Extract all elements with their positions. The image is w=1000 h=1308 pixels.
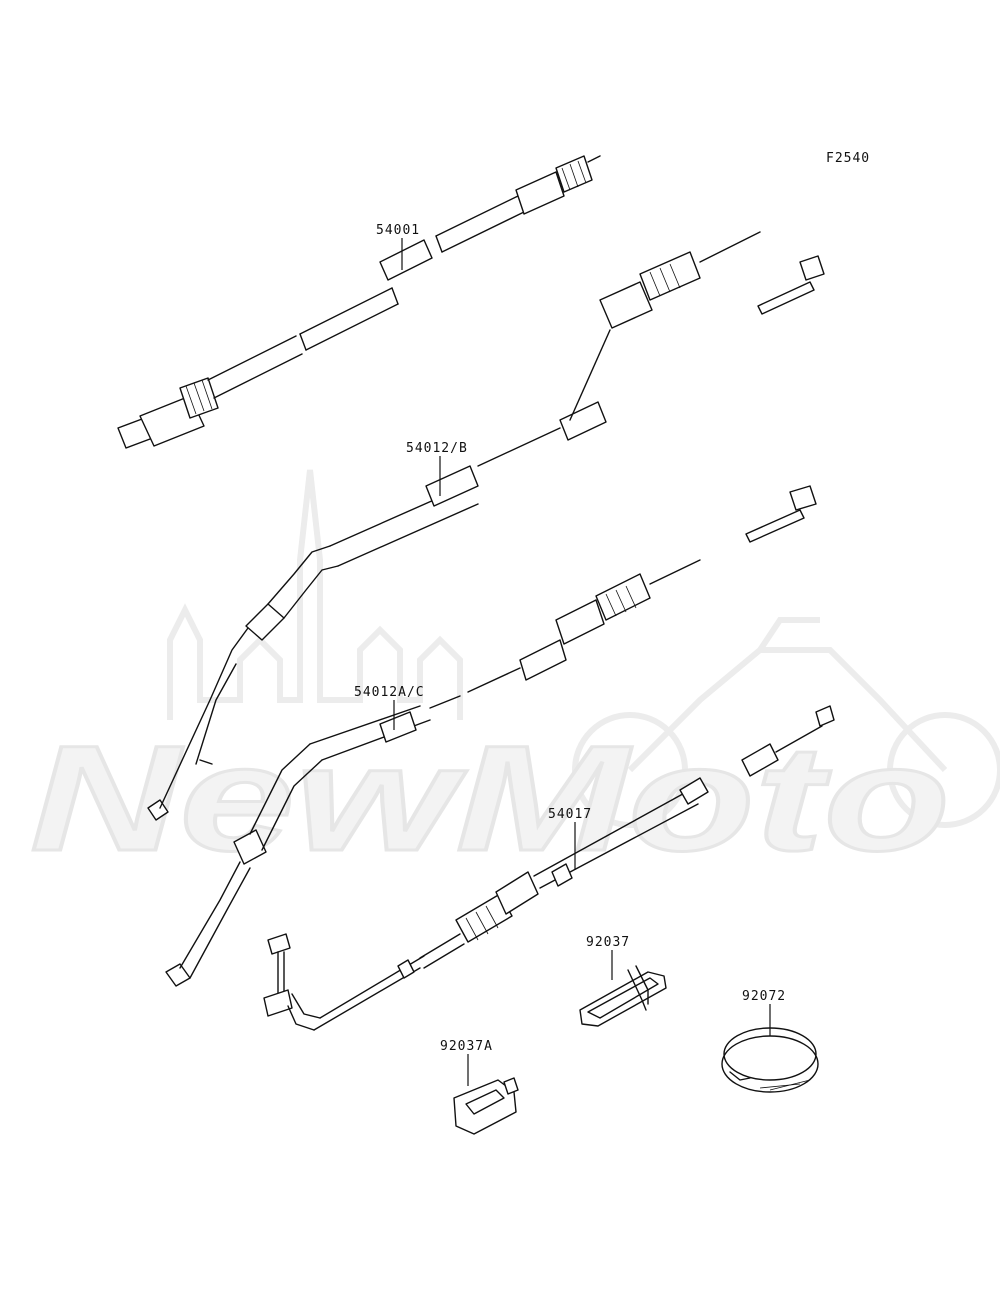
label-54012a-c: 54012A/C <box>354 685 425 700</box>
label-92037a: 92037A <box>440 1039 493 1054</box>
figure-code: F2540 <box>826 151 870 166</box>
cable-54012a-c <box>165 485 817 987</box>
watermark-motorcycle <box>572 617 1000 828</box>
watermark-skyline <box>167 469 463 720</box>
cable-54017 <box>263 705 835 1031</box>
cable-54001 <box>117 155 601 449</box>
watermark: NewMoto <box>29 469 1000 884</box>
band-92072 <box>721 1027 819 1093</box>
label-92037: 92037 <box>586 935 630 950</box>
holder-92037a <box>453 1077 519 1135</box>
label-92072: 92072 <box>742 989 786 1004</box>
clip-92037 <box>579 965 667 1027</box>
label-54017: 54017 <box>548 807 592 822</box>
cable-54012-b <box>147 231 825 821</box>
watermark-text: NewMoto <box>30 714 950 882</box>
label-54012-b: 54012/B <box>406 441 468 456</box>
label-54001: 54001 <box>376 223 420 238</box>
